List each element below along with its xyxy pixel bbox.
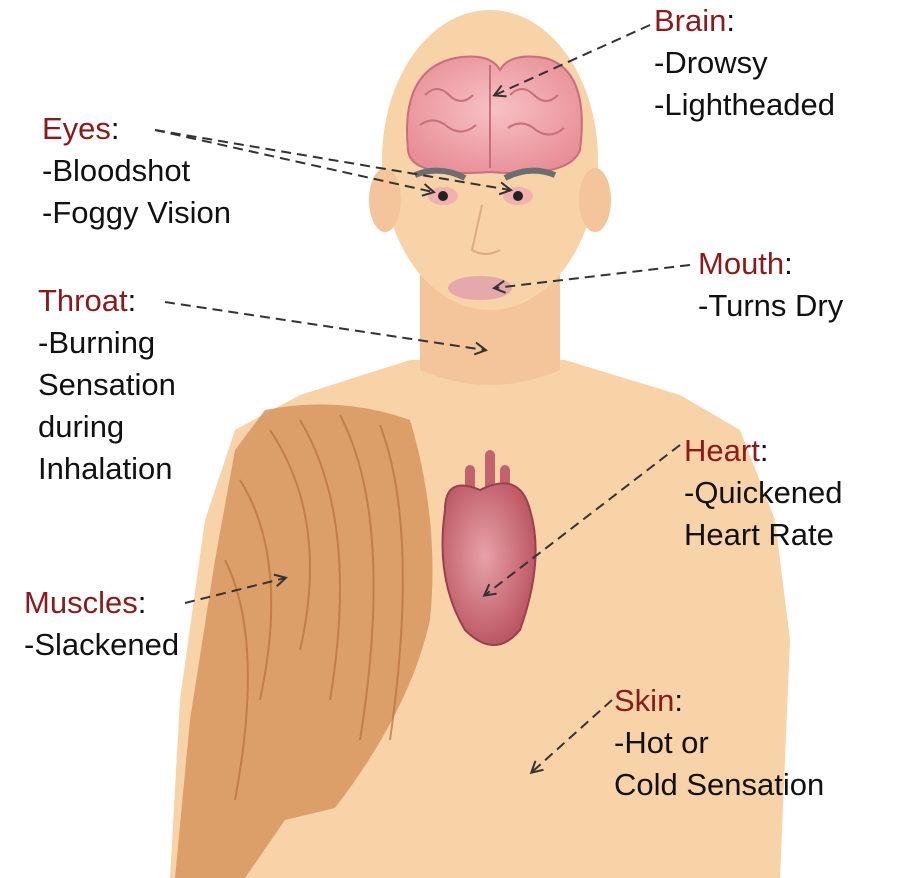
muscles-label: Muscles: -Slackened (24, 582, 179, 666)
throat-label: Throat: -Burning Sensation during Inhala… (38, 280, 176, 490)
throat-symptom-4: Inhalation (38, 448, 176, 490)
skin-title: Skin (614, 683, 674, 718)
left-ear (369, 168, 401, 232)
throat-symptom-1: -Burning (38, 322, 176, 364)
pupil-left (438, 191, 448, 201)
skin-label: Skin: -Hot or Cold Sensation (614, 680, 824, 806)
skin-symptom-2: Cold Sensation (614, 764, 824, 806)
eyes-label: Eyes: -Bloodshot -Foggy Vision (42, 108, 231, 234)
throat-title: Throat (38, 283, 128, 318)
brain-illustration (407, 57, 582, 174)
muscles-title: Muscles (24, 585, 138, 620)
heart-symptom-2: Heart Rate (684, 514, 843, 556)
eyes-symptom-2: -Foggy Vision (42, 192, 231, 234)
brain-title: Brain (654, 3, 726, 38)
mouth-label: Mouth: -Turns Dry (698, 243, 843, 327)
heart-title: Heart (684, 433, 760, 468)
mouth-lips (448, 276, 512, 300)
throat-symptom-2: Sensation (38, 364, 176, 406)
mouth-symptom-1: -Turns Dry (698, 285, 843, 327)
eyes-symptom-1: -Bloodshot (42, 150, 231, 192)
muscles-symptom-1: -Slackened (24, 624, 179, 666)
brain-symptom-2: -Lightheaded (654, 84, 835, 126)
skin-symptom-1: -Hot or (614, 722, 824, 764)
pupil-right (513, 191, 523, 201)
right-ear (579, 168, 611, 232)
heart-label: Heart: -Quickened Heart Rate (684, 430, 843, 556)
throat-symptom-3: during (38, 406, 176, 448)
eyes-title: Eyes (42, 111, 111, 146)
brain-label: Brain: -Drowsy -Lightheaded (654, 0, 835, 126)
brain-symptom-1: -Drowsy (654, 42, 835, 84)
heart-symptom-1: -Quickened (684, 472, 843, 514)
mouth-title: Mouth (698, 246, 784, 281)
